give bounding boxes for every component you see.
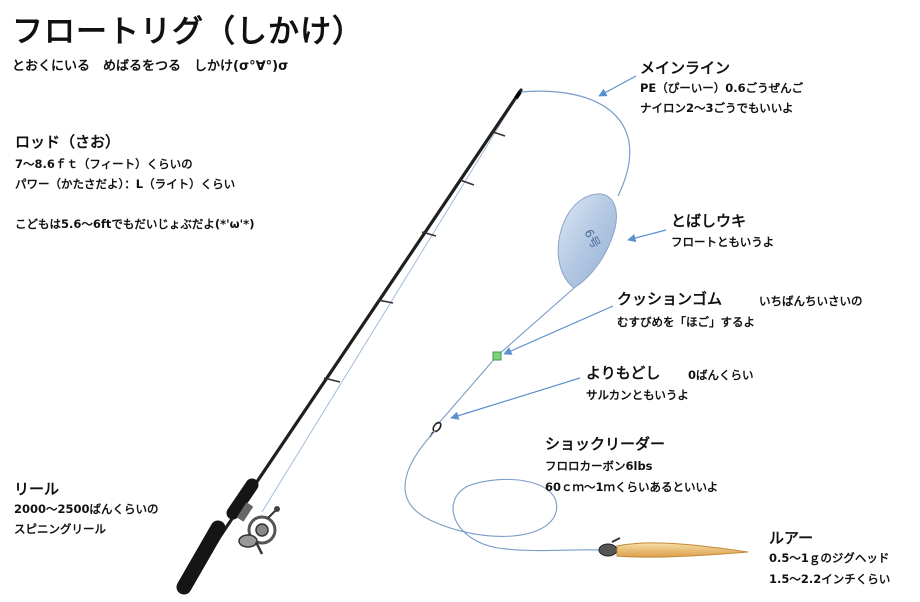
reel-line2: スピニングリール [14,522,106,536]
float-line1: フロートともいうよ [671,235,775,249]
leader-line2: 60ｃｍ〜1ｍくらいあるといいよ [545,480,719,494]
rod-line1: 7〜8.6ｆｔ（フィート）くらいの [15,157,193,171]
cushion-rubber-icon [492,351,502,361]
cushion-note: いちばんちいさいの [759,294,863,308]
main-line-heading: メインライン [640,59,731,77]
swivel-note: 0ばんくらい [688,368,754,382]
reel-icon [236,502,280,555]
swivel-line1: サルカンともいうよ [586,388,689,402]
rod-heading: ロッド（さお） [15,133,121,151]
lure-heading: ルアー [769,529,814,547]
lure-line2: 1.5〜2.2インチくらい [769,572,891,586]
main-line-line2: ナイロン2〜3ごうでもいいよ [640,101,794,115]
rod-guides [323,131,506,383]
leader-line1: フロロカーボン6lbs [545,459,653,473]
reel-heading: リール [14,480,60,498]
rod-line2: パワー（かたさだよ）：L（ライト）くらい [15,177,236,191]
reel-line1: 2000〜2500ばんくらいの [14,502,159,516]
float-icon: 6号 [557,193,617,289]
page-title: フロートリグ（しかけ） [12,14,364,50]
swivel-heading: よりもどし [586,364,661,382]
float-line [437,287,575,425]
lure-line1: 0.5〜1ｇのジグヘッド [769,551,890,565]
main-line [519,90,631,197]
cushion-heading: クッションゴム [617,290,723,308]
leader-heading: ショックリーダー [545,435,666,453]
rod-line3: こどもは5.6〜6ftでもだいじょぶだよ(*'ω'*) [15,217,255,231]
lure-icon [598,537,749,558]
float-heading: とばしウキ [671,212,747,230]
cushion-line1: むすびめを「ほご」するよ [617,315,755,329]
page-subtitle: とおくにいる めばるをつる しかけ(σ°∀°)σ [12,59,289,74]
pointer-arrows [450,75,667,420]
main-line-line1: PE（ぴーいー）0.6ごうぜんご [640,81,804,95]
leader-line [404,429,601,552]
rod-grip-upper [226,478,259,520]
rod-grip-lower [176,520,226,595]
